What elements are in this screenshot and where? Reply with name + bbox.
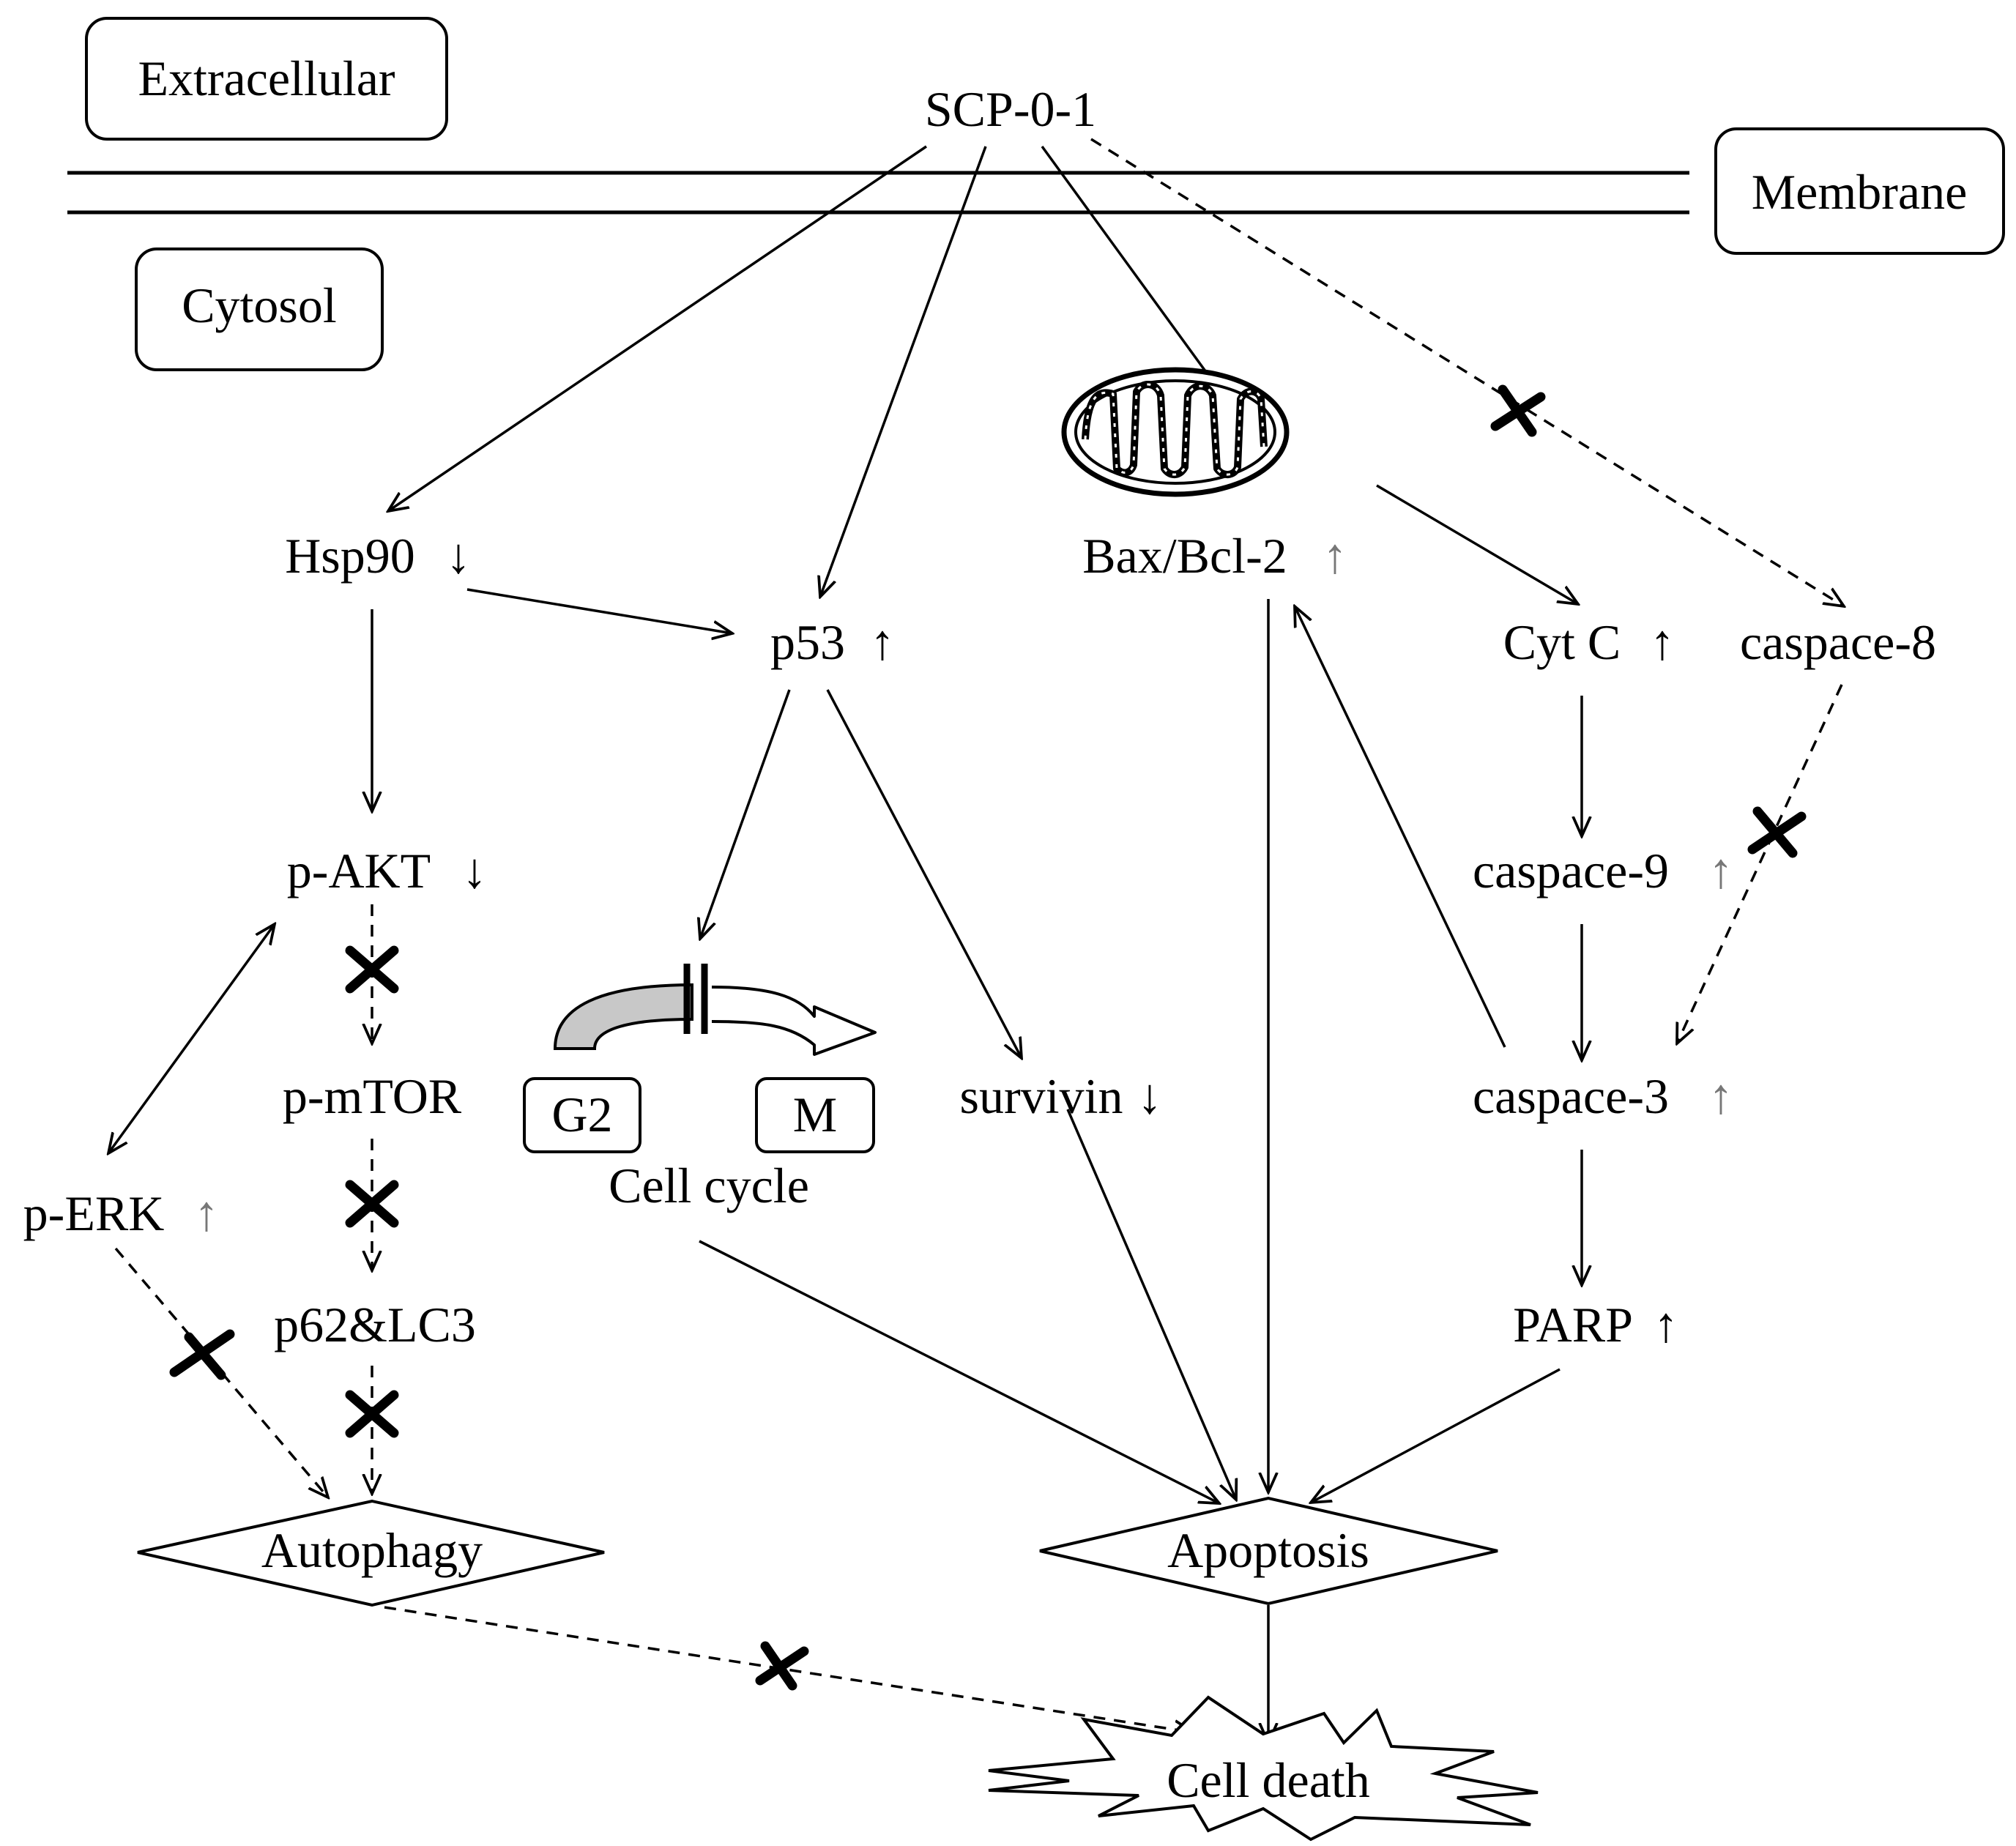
edge-survivin-apoptosis [1066, 1109, 1236, 1500]
edge-scp-caspase8 [1090, 138, 1844, 606]
edge-cellcycle-apoptosis [699, 1240, 1219, 1503]
node-caspase-9-label: caspace-9 [1473, 843, 1669, 898]
membrane-region-box: Membrane [1714, 127, 2005, 255]
inhibition-x-autophagy-celldeath [755, 1641, 809, 1691]
extracellular-region-box: Extracellular [85, 17, 448, 141]
node-autophagy-label: Autophagy [261, 1522, 483, 1578]
g2-label: G2 [551, 1087, 612, 1142]
edge-p53-survivin [826, 689, 1022, 1058]
extracellular-label: Extracellular [138, 51, 395, 106]
up-arrow-icon: ↑ [1323, 528, 1347, 584]
up-arrow-icon: ↑ [1708, 843, 1733, 898]
node-autophagy: Autophagy [137, 1499, 605, 1607]
up-arrow-icon: ↑ [1654, 1297, 1678, 1352]
cell-cycle-g2-arc [553, 983, 693, 1050]
edge-mitochondrion-cytc [1376, 484, 1578, 604]
node-p-akt-label: p-AKT [287, 843, 431, 898]
cell-death-starburst [988, 1695, 1539, 1842]
inhibition-x-p62lc3-autophagy [345, 1390, 399, 1438]
cell-cycle-label: Cell cycle [609, 1158, 809, 1213]
cytosol-label: Cytosol [182, 278, 337, 333]
inhibition-x-caspase8-caspase3 [1747, 806, 1807, 858]
node-bax-bcl2-label: Bax/Bcl-2 [1082, 528, 1287, 584]
edge-pakt-perk [108, 924, 275, 1153]
node-p62-lc3: p62&LC3 [274, 1297, 476, 1352]
m-box [755, 1077, 875, 1153]
node-p-akt: p-AKT ↓ [287, 843, 487, 898]
node-survivin-label: survivin [960, 1068, 1123, 1124]
edge-scp-p53 [820, 146, 987, 597]
cell-cycle-m-arrow [711, 986, 877, 1056]
cytosol-region-box: Cytosol [135, 248, 384, 371]
node-caspase-3-label: caspace-3 [1473, 1068, 1669, 1124]
cell-cycle-diagram: G2 M Cell cycle [523, 964, 877, 1213]
up-arrow-icon: ↑ [1650, 614, 1675, 670]
node-survivin: survivin ↓ [960, 1068, 1162, 1124]
membrane-label: Membrane [1752, 164, 1968, 220]
node-caspase-3: caspace-3 ↑ [1473, 1068, 1733, 1124]
mitochondrion-icon [1061, 367, 1290, 497]
node-parp: PARP ↑ [1513, 1297, 1678, 1352]
node-cell-death: Cell death [988, 1695, 1539, 1842]
down-arrow-icon: ↓ [462, 843, 487, 898]
edge-caspase8-caspase3 [1677, 684, 1843, 1043]
node-p-erk: p-ERK ↑ [23, 1186, 219, 1241]
node-apoptosis-label: Apoptosis [1167, 1522, 1369, 1578]
m-label: M [793, 1087, 837, 1142]
inhibition-x-pakt-pmtor [345, 945, 399, 994]
edge-perk-autophagy [114, 1247, 328, 1497]
node-cyt-c-label: Cyt C [1503, 614, 1621, 670]
node-p53: p53 ↑ [770, 614, 895, 670]
edge-hsp90-p53 [466, 588, 732, 633]
node-cell-death-label: Cell death [1167, 1752, 1370, 1808]
up-arrow-icon: ↑ [194, 1186, 219, 1241]
edge-caspase3-bax [1295, 606, 1506, 1048]
node-p-mtor: p-mTOR [283, 1068, 462, 1124]
node-cyt-c: Cyt C ↑ [1503, 614, 1675, 670]
node-p-erk-label: p-ERK [23, 1186, 165, 1241]
node-p53-label: p53 [770, 614, 845, 670]
node-parp-label: PARP [1513, 1297, 1633, 1352]
node-apoptosis: Apoptosis [1039, 1496, 1498, 1606]
inhibition-x-scp-caspase8 [1490, 384, 1546, 437]
node-caspase-9: caspace-9 ↑ [1473, 843, 1733, 898]
node-caspase-8: caspace-8 [1740, 614, 1936, 670]
g2-box [523, 1077, 641, 1153]
node-hsp90-label: Hsp90 [285, 528, 415, 584]
down-arrow-icon: ↓ [1137, 1068, 1162, 1124]
node-bax-bcl2: Bax/Bcl-2 ↑ [1082, 528, 1347, 584]
inhibition-x-pmtor-p62lc3 [345, 1180, 399, 1228]
edge-p53-cellcycle [700, 689, 791, 939]
edge-autophagy-celldeath [384, 1606, 1194, 1733]
edge-parp-apoptosis [1311, 1368, 1561, 1503]
up-arrow-icon: ↑ [870, 614, 895, 670]
node-hsp90: Hsp90 ↓ [285, 528, 471, 584]
inhibition-x-perk-autophagy [169, 1329, 235, 1380]
node-scp-0-1: SCP-0-1 [925, 81, 1096, 137]
up-arrow-icon: ↑ [1708, 1068, 1733, 1124]
down-arrow-icon: ↓ [446, 528, 471, 584]
edge-scp-hsp90 [388, 145, 927, 511]
